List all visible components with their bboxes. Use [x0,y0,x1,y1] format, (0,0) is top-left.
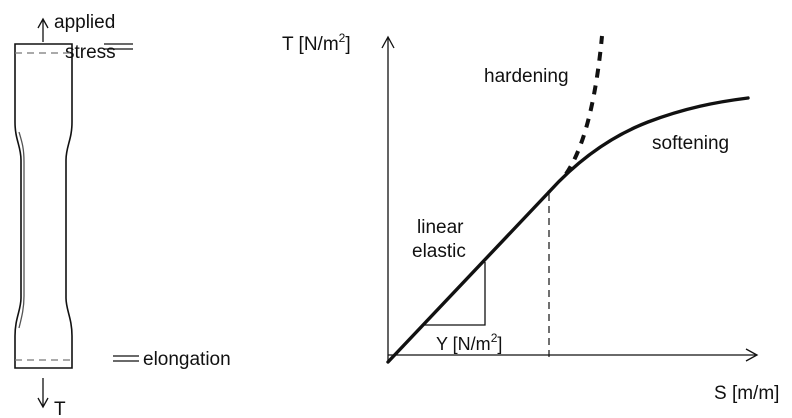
softening-label: softening [652,133,729,154]
specimen-outline [14,43,73,369]
y-axis-label: T [N/m2] [282,31,351,55]
tensile-specimen: applied stress elongation T [14,12,231,418]
specimen-shading [18,131,25,329]
bottom-t-label: T [54,399,66,418]
applied-label: applied [54,12,115,33]
elongation-label: elongation [143,349,231,370]
slope-label: Y [N/m2] [436,331,502,354]
softening-curve [547,96,750,194]
hardening-curve [564,35,604,176]
top-arrowhead [37,17,49,29]
linear-label: linear [417,217,464,238]
stress-label: stress [65,42,116,63]
slope-triangle [423,262,486,326]
x-axis-label: S [m/m] [714,383,779,404]
elastic-label: elastic [412,241,466,262]
x-axis-arrowhead [745,348,759,362]
stress-strain-graph: T [N/m2] S [m/m] hardening softening lin… [282,31,779,404]
linear-elastic-line [386,190,551,364]
bottom-arrowhead [37,397,49,409]
y-axis-arrowhead [381,35,395,49]
hardening-label: hardening [484,66,569,87]
